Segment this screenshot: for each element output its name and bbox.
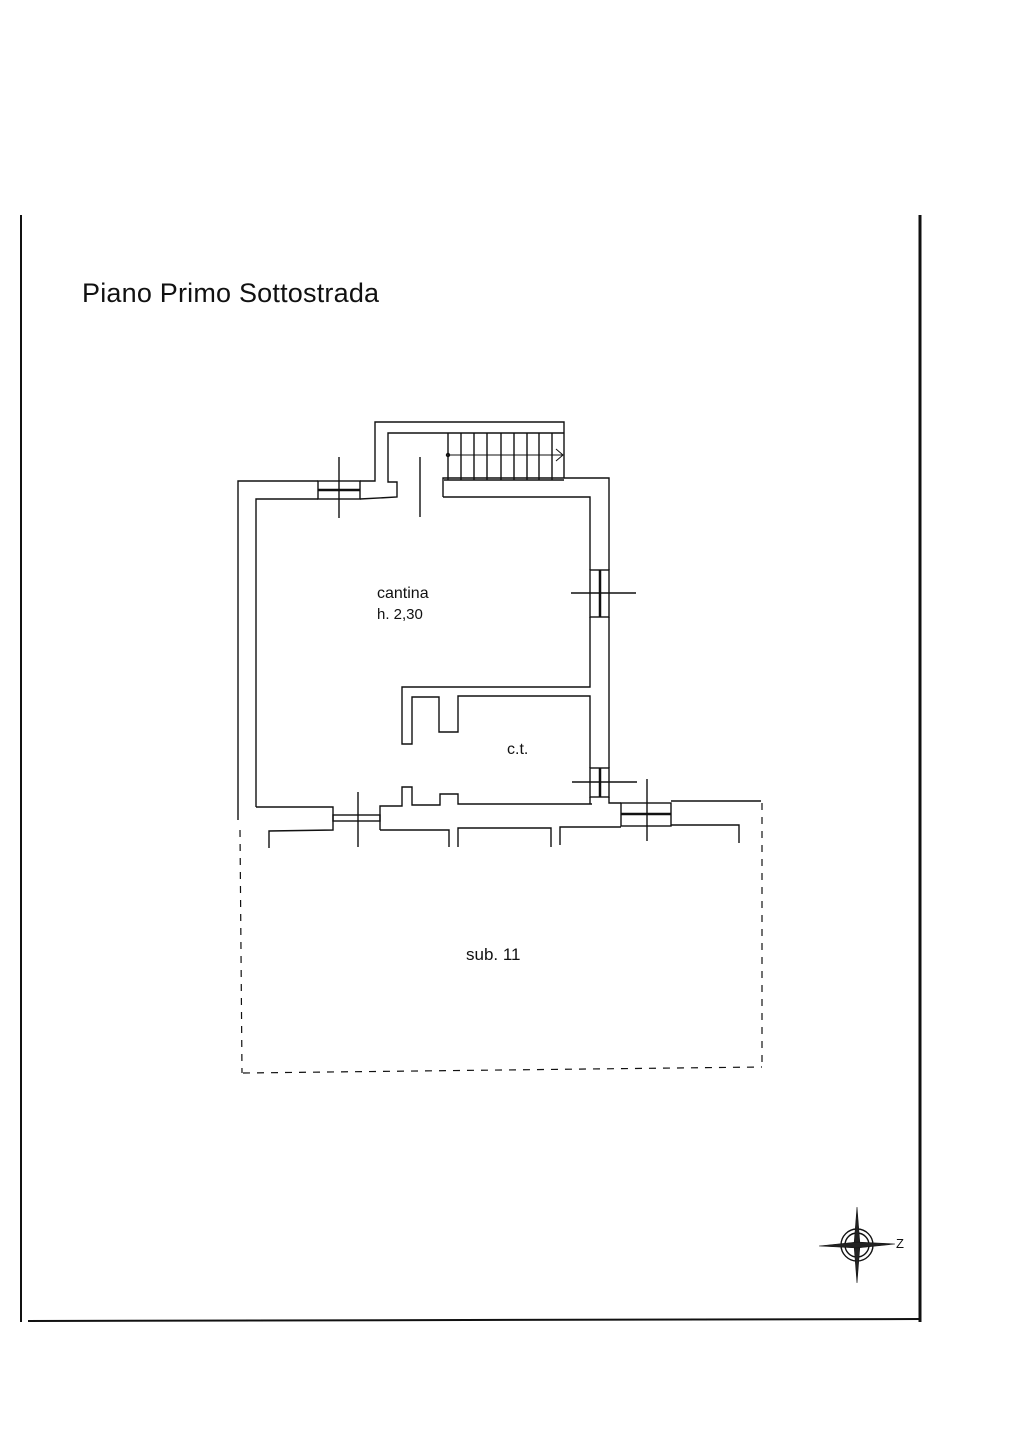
room-height-label: h. 2,30: [377, 606, 423, 623]
sub-11-dashed-boundary: [239, 803, 763, 1074]
room-label-sub-11: sub. 11: [466, 945, 521, 964]
north-label: Z: [896, 1236, 904, 1251]
walls: [237, 421, 761, 848]
north-compass-icon: [818, 1206, 896, 1284]
windows-doors: [317, 457, 672, 847]
stairs: [444, 433, 564, 481]
page-frame: [20, 215, 922, 1322]
room-label-ct: c.t.: [507, 741, 529, 758]
room-label-cantina: cantina: [377, 585, 429, 602]
page-title: Piano Primo Sottostrada: [82, 278, 380, 308]
